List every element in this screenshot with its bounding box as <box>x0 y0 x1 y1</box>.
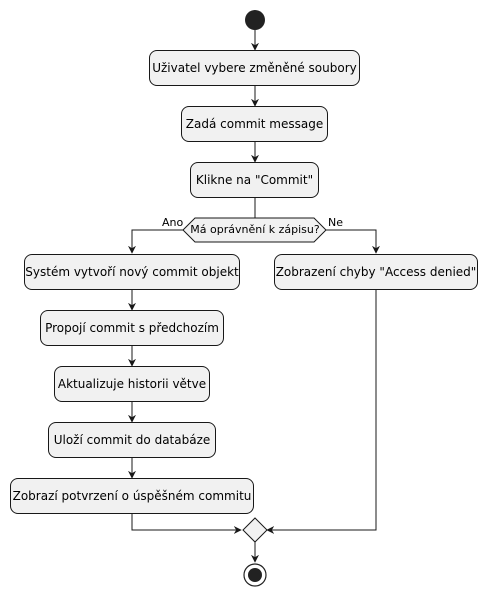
merge-diamond <box>242 517 268 543</box>
start-node <box>245 10 265 30</box>
activity-select-files: Uživatel vybere změněné soubory <box>149 50 360 86</box>
decision-question: Má oprávnění k zápisu? <box>190 223 320 236</box>
activity-create-commit: Systém vytvoří nový commit objekt <box>24 254 240 290</box>
activity-link-previous: Propojí commit s předchozím <box>40 310 224 346</box>
edge-yes-merge <box>131 514 242 534</box>
activity-enter-message: Zadá commit message <box>181 106 328 142</box>
edge-yes <box>128 229 183 254</box>
activity-update-history: Aktualizuje historii větve <box>54 366 210 402</box>
decision-no-label: Ne <box>328 216 343 229</box>
activity-save-db: Uloží commit do databáze <box>48 422 216 458</box>
end-node-outer <box>243 563 267 587</box>
activity-click-commit: Klikne na "Commit" <box>190 162 319 198</box>
decision-yes-label: Ano <box>162 216 184 229</box>
end-node-inner <box>248 568 262 582</box>
activity-access-denied: Zobrazení chyby "Access denied" <box>274 254 478 290</box>
decision-hexagon <box>182 217 327 243</box>
activity-show-success: Zobrazí potvrzení o úspěšném commitu <box>10 478 254 514</box>
edge-no <box>326 229 380 254</box>
edge-no-merge <box>266 290 377 534</box>
